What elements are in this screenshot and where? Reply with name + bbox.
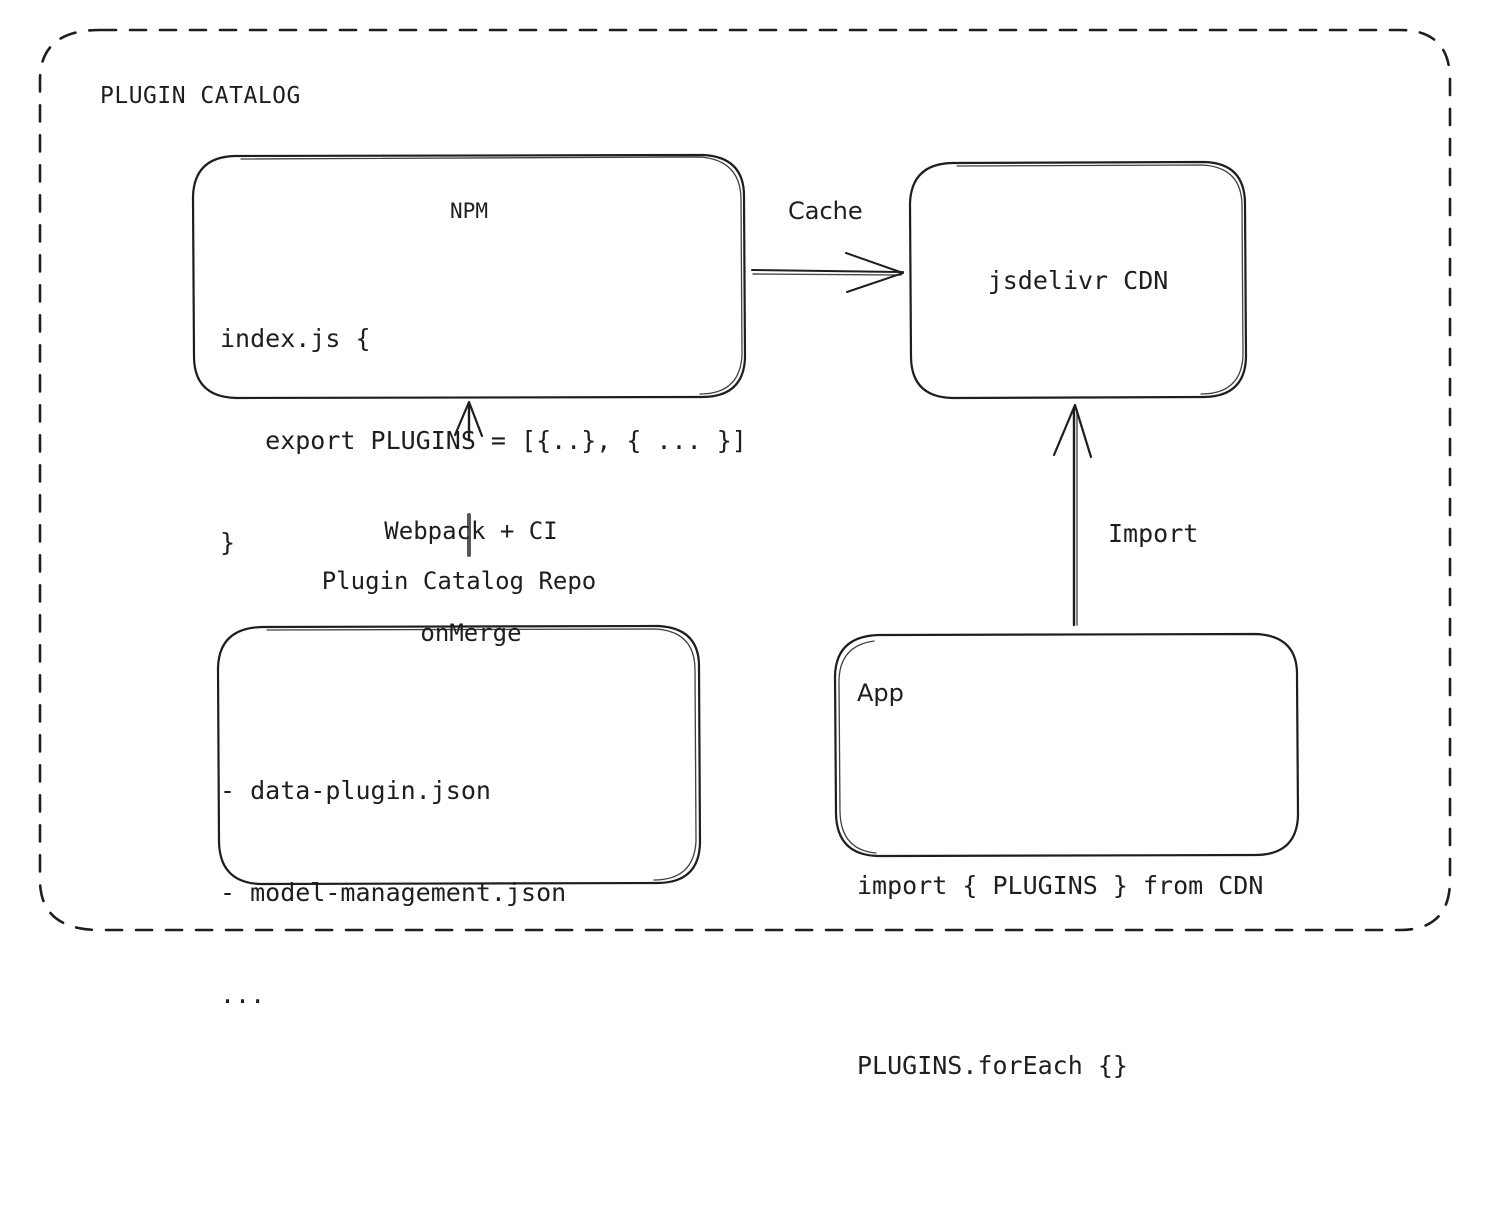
app-node-title: App — [857, 679, 904, 707]
edge-label-webpack-onmerge: Webpack + CI onMerge — [316, 446, 626, 718]
edge-label-line: Webpack + CI — [384, 517, 558, 545]
npm-code-line: index.js { — [220, 324, 371, 353]
cdn-node-title: jsdelivr CDN — [987, 266, 1169, 295]
npm-node-title: NPM — [450, 199, 488, 223]
repo-node-label: Plugin Catalog Repo — [321, 567, 597, 595]
repo-file-line: ... — [220, 980, 266, 1009]
repo-file-line: - data-plugin.json — [220, 776, 491, 805]
npm-node-code: index.js { export PLUGINS = [{..}, { ...… — [220, 254, 747, 628]
app-code-line: PLUGINS.forEach {} — [857, 1051, 1128, 1080]
edge-label-line: onMerge — [420, 619, 522, 647]
frame-title: PLUGIN CATALOG — [100, 83, 301, 109]
npm-code-line: export PLUGINS = [{..}, { ... }] — [220, 426, 747, 455]
repo-file-line: - model-management.json — [220, 878, 567, 907]
edge-label-cache: Cache — [788, 197, 863, 225]
diagram-canvas: PLUGIN CATALOG NPM index.js { export PLU… — [38, 28, 1452, 1080]
edge-npm-to-cdn — [751, 252, 904, 293]
edge-app-to-cdn — [1052, 403, 1093, 627]
app-code-line: import { PLUGINS } from CDN — [857, 871, 1264, 900]
repo-node-file-list: - data-plugin.json - model-management.js… — [220, 706, 566, 1080]
npm-code-line: } — [220, 528, 236, 557]
edge-label-import: Import — [1108, 519, 1199, 548]
app-node-code: import { PLUGINS } from CDN PLUGINS.forE… — [857, 736, 1263, 1216]
